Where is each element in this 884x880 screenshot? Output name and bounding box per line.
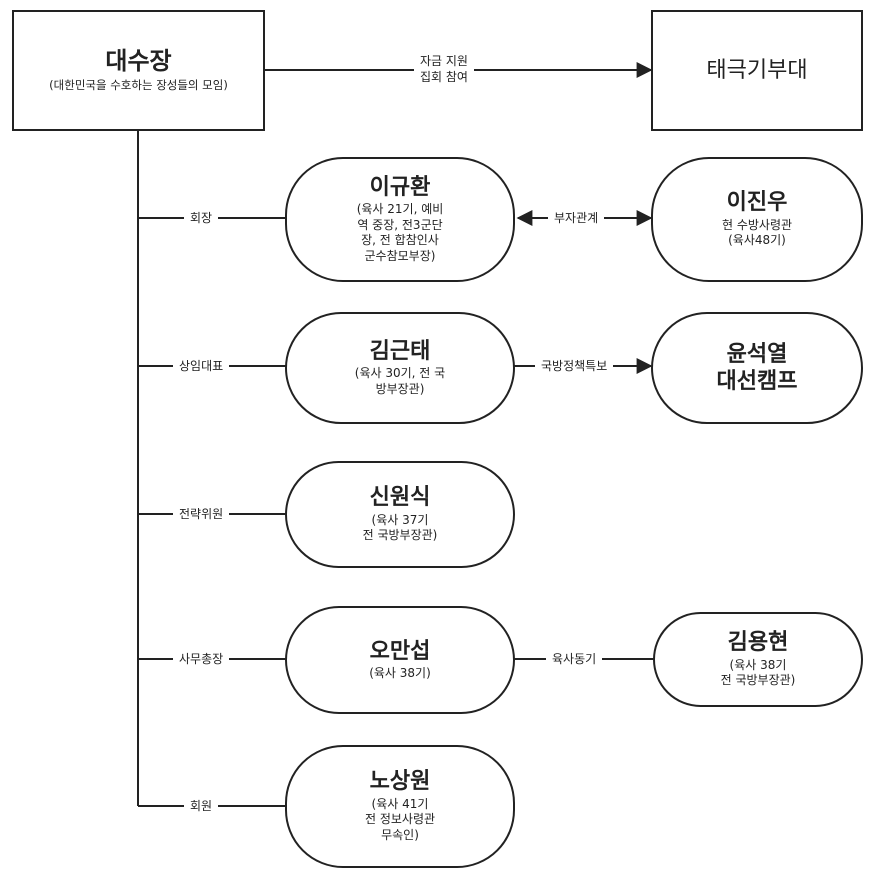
- node-no-sangwon-desc: (육사 41기 전 정보사령관 무속인): [364, 796, 436, 842]
- node-yoon-camp: 윤석열 대선캠프: [651, 312, 863, 424]
- node-oh-mansub-desc: (육사 38기): [369, 665, 431, 680]
- node-shin-wonsik: 신원식 (육사 37기 전 국방부장관): [285, 461, 515, 568]
- node-daesujang: 대수장 (대한민국을 수호하는 장성들의 모임): [12, 10, 265, 131]
- edge-label-father-son: 부자관계: [548, 210, 605, 227]
- node-no-sangwon-name: 노상원: [369, 769, 431, 795]
- node-yoon-camp-name: 윤석열 대선캠프: [716, 341, 798, 395]
- node-taegukgi-name: 태극기부대: [706, 57, 808, 83]
- node-shin-wonsik-name: 신원식: [369, 485, 431, 511]
- node-lee-gyuhwan: 이규환 (육사 21기, 예비 역 중장, 전3군단 장, 전 합참인사 군수참…: [285, 157, 515, 282]
- node-lee-gyuhwan-name: 이규환: [369, 174, 431, 200]
- node-daesujang-name: 대수장: [105, 47, 172, 76]
- edge-label-classmate: 육사동기: [546, 651, 603, 668]
- node-taegukgi: 태극기부대: [651, 10, 863, 131]
- edge-label-defense-aide: 국방정책특보: [535, 358, 614, 375]
- node-kim-geuntae-desc: (육사 30기, 전 국 방부장관): [354, 366, 446, 396]
- edge-label-rep: 상임대표: [173, 358, 230, 375]
- node-shin-wonsik-desc: (육사 37기 전 국방부장관): [362, 512, 438, 543]
- node-no-sangwon: 노상원 (육사 41기 전 정보사령관 무속인): [285, 745, 515, 868]
- node-kim-yonghyun-desc: (육사 38기 전 국방부장관): [720, 657, 796, 688]
- node-lee-gyuhwan-desc: (육사 21기, 예비 역 중장, 전3군단 장, 전 합참인사 군수참모부장): [356, 201, 444, 263]
- node-lee-jinwoo-name: 이진우: [726, 190, 788, 216]
- edge-label-member: 회원: [184, 798, 219, 815]
- node-oh-mansub: 오만섭 (육사 38기): [285, 606, 515, 714]
- edge-label-strategy: 전략위원: [173, 506, 230, 523]
- node-kim-yonghyun: 김용현 (육사 38기 전 국방부장관): [653, 612, 863, 707]
- edge-label-funding: 자금 지원 집회 참여: [414, 53, 474, 86]
- edge-label-chairman: 회장: [184, 210, 219, 227]
- node-lee-jinwoo: 이진우 현 수방사령관 (육사48기): [651, 157, 863, 282]
- edge-label-secretary: 사무총장: [173, 651, 230, 668]
- node-lee-jinwoo-desc: 현 수방사령관 (육사48기): [721, 217, 793, 248]
- node-kim-yonghyun-name: 김용현: [727, 630, 789, 656]
- node-kim-geuntae-name: 김근태: [369, 338, 431, 364]
- node-kim-geuntae: 김근태 (육사 30기, 전 국 방부장관): [285, 312, 515, 424]
- node-daesujang-desc: (대한민국을 수호하는 장성들의 모임): [49, 77, 228, 92]
- node-oh-mansub-name: 오만섭: [369, 638, 431, 664]
